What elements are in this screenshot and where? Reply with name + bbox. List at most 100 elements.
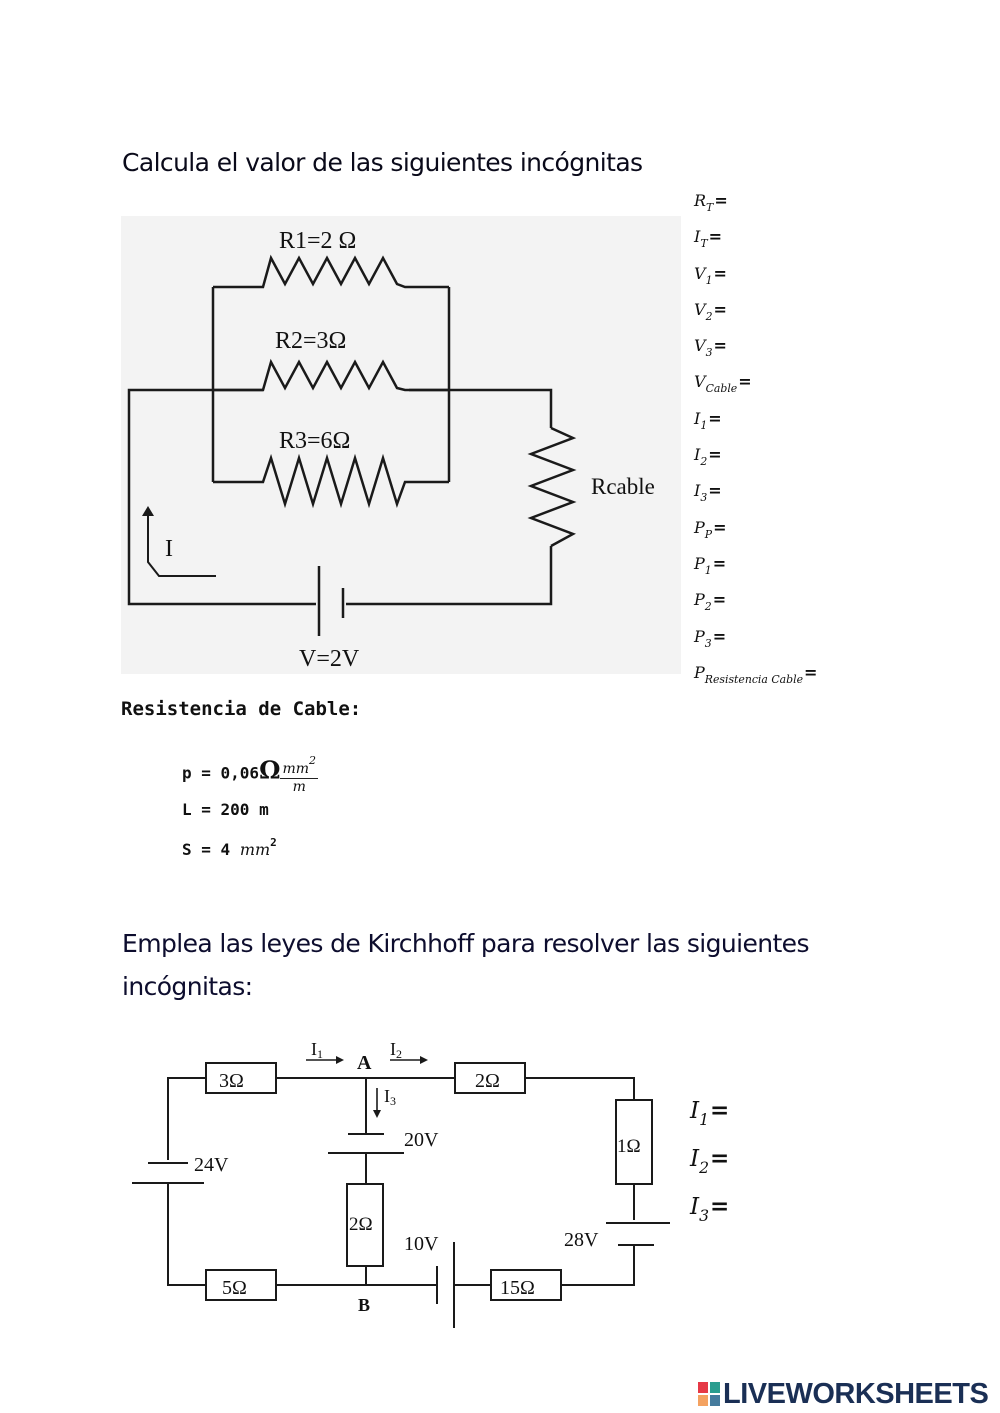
equals-sign: = <box>708 445 722 465</box>
outer-wire-right <box>409 388 553 428</box>
equals-sign: = <box>712 553 727 573</box>
equals-sign: = <box>712 626 727 646</box>
unknowns-list-1: RT=IT=V1=V2=V3=VCable=I1=I2=I3=PP=P1=P2=… <box>694 186 817 694</box>
outer-wire-return <box>346 546 553 606</box>
cable-resistance-title: Resistencia de Cable: <box>121 698 362 720</box>
outer-wire <box>127 388 263 600</box>
unknown-symbol: PP <box>694 517 713 541</box>
lw-logo-icon <box>698 1382 720 1406</box>
unknown-symbol: I2 <box>694 445 708 468</box>
unknown-item: P3= <box>694 622 817 658</box>
top-wire <box>167 1077 206 1160</box>
node-a-label: A <box>357 1052 372 1074</box>
node-b-label: B <box>358 1295 370 1315</box>
rcable-label: Rcable <box>591 474 655 499</box>
unknown-item: I1= <box>694 404 817 440</box>
unknown-symbol: I1 <box>690 1098 710 1130</box>
unknown-item: PP= <box>694 513 817 549</box>
resistivity-value: p = 0,06 <box>182 763 260 783</box>
i1-arrowhead <box>336 1056 344 1064</box>
battery-wire-left <box>127 600 316 606</box>
unknown-symbol: IT <box>694 227 708 251</box>
current-arrowhead <box>142 506 154 516</box>
unknown-symbol: P1 <box>694 553 712 577</box>
equals-sign: = <box>713 299 727 319</box>
unknown-item: I3= <box>690 1190 729 1238</box>
resistor-1ohm <box>615 1099 653 1185</box>
resistor-15ohm <box>490 1269 562 1301</box>
equals-sign: = <box>708 481 722 501</box>
equals-sign: = <box>713 336 727 356</box>
unknown-item: I2= <box>690 1142 729 1190</box>
r-top-right-label: 2Ω <box>475 1070 500 1092</box>
liveworksheets-logo: LIVEWORKSHEETS <box>698 1377 989 1411</box>
rcable-resistor <box>527 426 577 548</box>
unknown-symbol: I3 <box>694 481 708 505</box>
kirchhoff-circuit-diagram: 3Ω 2Ω 1Ω 2Ω 5Ω 15Ω 24V 20V 10V 28V A B I… <box>132 1039 670 1328</box>
unknown-item: PResistencia Cable= <box>694 658 817 694</box>
unknown-item: I2= <box>694 440 817 476</box>
resistor-2ohm-top <box>454 1062 526 1094</box>
unknown-symbol: V2 <box>694 299 713 323</box>
unknown-item: V3= <box>694 331 817 367</box>
r1-resistor <box>213 254 449 289</box>
v-left-label: 24V <box>194 1154 229 1176</box>
heading-section2: Emplea las leyes de Kirchhoff para resol… <box>122 929 809 1001</box>
r-right-label: 1Ω <box>617 1136 641 1157</box>
equals-sign: = <box>708 408 722 428</box>
r3-label: R3=6Ω <box>279 428 350 454</box>
i3-label: I3 <box>384 1086 396 1108</box>
unknown-item: IT= <box>694 222 817 258</box>
unknown-item: I3= <box>694 476 817 512</box>
resistor-3ohm <box>205 1062 277 1094</box>
section-exponent: 2 <box>270 836 277 849</box>
section-value: S = 4 <box>182 840 231 859</box>
section-unit: mm <box>239 840 271 859</box>
current-label: I <box>165 536 173 562</box>
equals-sign: = <box>713 263 727 283</box>
unknown-item: V2= <box>694 295 817 331</box>
unit-numerator-exponent: 2 <box>309 754 316 767</box>
current-arrow <box>147 512 216 577</box>
unknown-symbol: P3 <box>694 626 712 650</box>
equals-sign: = <box>714 191 728 210</box>
r2-label: R2=3Ω <box>275 328 346 354</box>
length-param: L = 200 m <box>182 800 269 819</box>
equals-sign: = <box>712 590 727 610</box>
unknown-item: P2= <box>694 585 817 621</box>
i3-arrowhead <box>373 1110 381 1118</box>
i2-arrowhead <box>420 1056 428 1064</box>
equals-sign: = <box>708 227 722 247</box>
unit-denominator: m <box>292 779 306 795</box>
r3-resistor <box>213 453 449 509</box>
equals-sign: = <box>710 1098 730 1124</box>
r2-resistor <box>213 358 449 392</box>
i1-label: I1 <box>311 1039 323 1061</box>
r-top-left-label: 3Ω <box>219 1070 244 1092</box>
unknown-symbol: I2 <box>690 1146 710 1178</box>
unknown-item: I1= <box>690 1094 729 1142</box>
r-bottom-left-label: 5Ω <box>222 1277 247 1299</box>
equals-sign: = <box>738 372 752 392</box>
brand-text: LIVEWORKSHEETS <box>723 1377 989 1410</box>
unknown-symbol: PResistencia Cable <box>694 662 804 686</box>
resistor-5ohm <box>205 1269 277 1301</box>
voltage-label: V=2V <box>299 646 360 672</box>
equals-sign: = <box>710 1146 730 1172</box>
r-middle-label: 2Ω <box>349 1214 373 1235</box>
r-bottom-right-label: 15Ω <box>500 1277 535 1299</box>
i2-label: I2 <box>390 1039 402 1061</box>
unknown-item: P1= <box>694 549 817 585</box>
unknown-item: VCable= <box>694 367 817 403</box>
unknown-symbol: P2 <box>694 590 712 614</box>
unit-numerator: mm <box>282 761 309 777</box>
r1-label: R1=2 Ω <box>279 228 356 254</box>
equals-sign: = <box>713 517 727 537</box>
unknown-symbol: RT <box>694 191 714 214</box>
section-param: S = 4 mm2 <box>182 836 277 859</box>
equals-sign: = <box>710 1194 730 1220</box>
parallel-circuit-diagram: R1=2 Ω R2=3Ω R3=6Ω Rcable I V=2V <box>121 216 681 674</box>
resistor-2ohm-middle <box>346 1183 384 1267</box>
unknown-symbol: V3 <box>694 336 713 360</box>
